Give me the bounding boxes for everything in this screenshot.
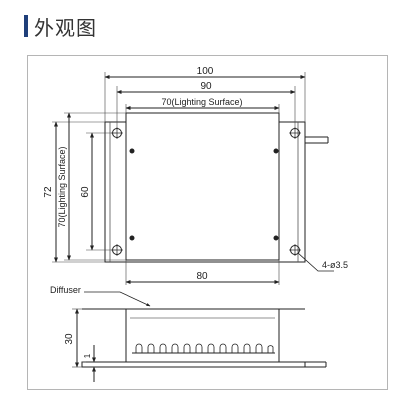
lighting-surface — [125, 112, 280, 261]
dim-label-80: 80 — [196, 271, 208, 282]
dim-label-72: 72 — [43, 186, 54, 198]
screw-bl — [129, 235, 135, 241]
drawing-frame — [27, 55, 388, 390]
page-title: 外观图 — [34, 16, 97, 40]
dim-label-60: 60 — [80, 186, 91, 198]
side-view — [72, 291, 327, 382]
dim-label-30: 30 — [64, 333, 75, 345]
screw-tl — [129, 148, 135, 154]
dim-label-hole: 4-ø3.5 — [322, 260, 348, 270]
housing — [125, 308, 280, 363]
dim-label-100: 100 — [197, 66, 214, 77]
diffuser-label: Diffuser — [50, 285, 81, 295]
top-view — [52, 72, 334, 285]
dim-label-70-vertical: 70(Lighting Surface) — [57, 146, 67, 227]
led-row — [135, 343, 274, 353]
diffuser-leader — [84, 291, 151, 307]
mounting-hole-br — [289, 244, 301, 256]
dim-label-1: 1 — [83, 353, 92, 358]
base-plate — [81, 361, 306, 368]
dim-label-70-horizontal: 70(Lighting Surface) — [161, 97, 242, 107]
dim-label-90: 90 — [200, 81, 212, 92]
hole-leader — [297, 252, 334, 272]
screw-br — [273, 235, 279, 241]
screw-tr — [273, 148, 279, 154]
mounting-hole-tr — [289, 127, 301, 139]
title-accent-bar — [24, 15, 28, 37]
